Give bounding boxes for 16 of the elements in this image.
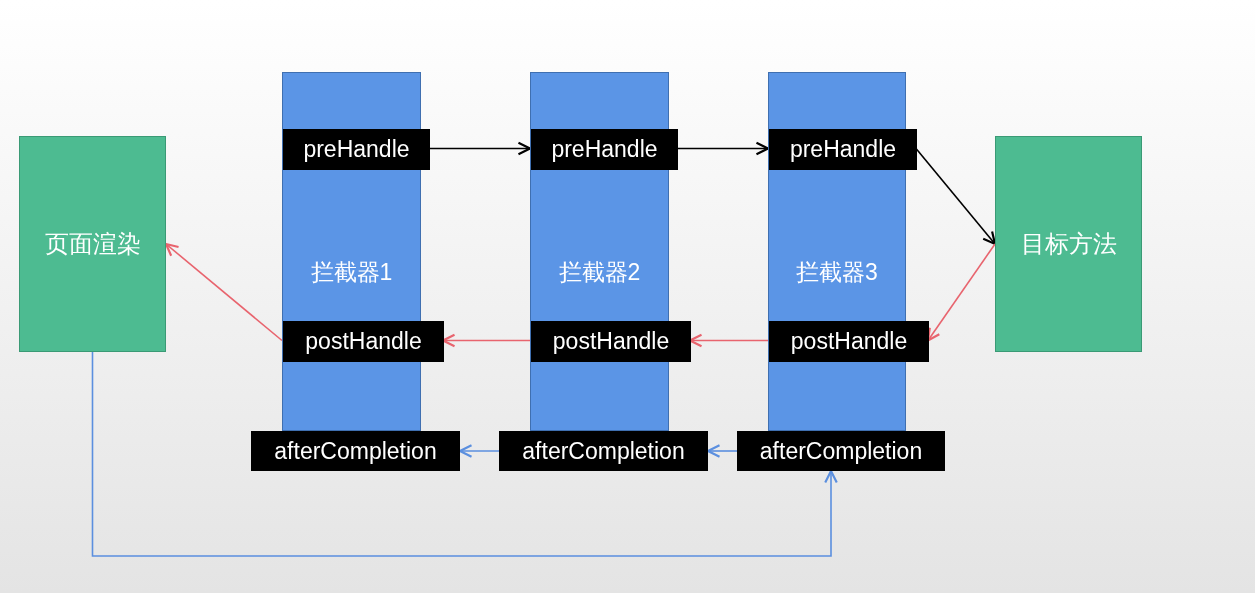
method-label: afterCompletion xyxy=(251,431,460,471)
column-title: 拦截器1 xyxy=(309,258,394,287)
process-box: 目标方法 xyxy=(995,136,1142,352)
arrow xyxy=(91,351,838,557)
method-label: afterCompletion xyxy=(737,431,945,471)
method-label: postHandle xyxy=(283,321,444,362)
column-title: 拦截器2 xyxy=(557,258,642,287)
method-label: preHandle xyxy=(769,129,917,170)
process-box: 页面渲染 xyxy=(19,136,166,352)
method-label: afterCompletion xyxy=(499,431,708,471)
column-title: 拦截器3 xyxy=(795,258,879,287)
method-label: preHandle xyxy=(283,129,430,170)
method-label: postHandle xyxy=(531,321,691,362)
method-label: postHandle xyxy=(769,321,929,362)
arrow xyxy=(164,242,283,342)
method-label: preHandle xyxy=(531,129,678,170)
